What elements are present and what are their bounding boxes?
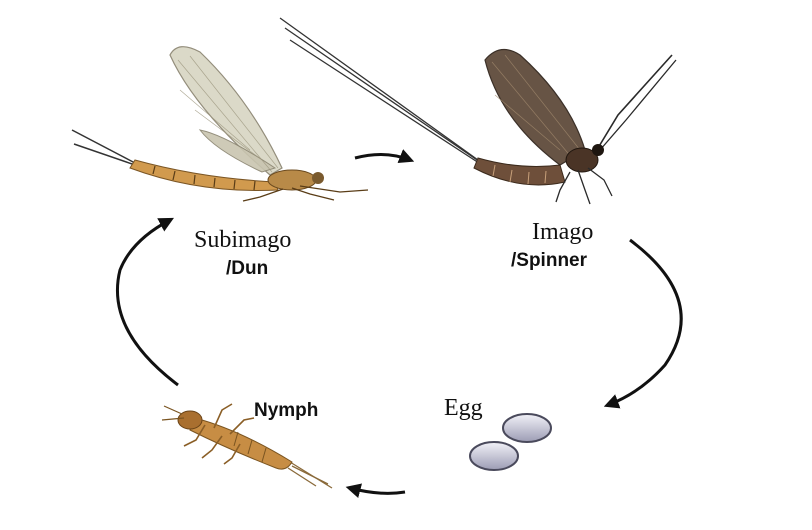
mayfly-dun-icon xyxy=(71,46,369,202)
arrow-spinner-to-egg xyxy=(603,238,683,409)
mayfly-spinner-icon xyxy=(279,17,677,205)
imago-label: Imago xyxy=(532,219,594,245)
subimago-label: Subimago xyxy=(194,227,292,253)
dun-label: /Dun xyxy=(226,258,269,279)
arrow-egg-to-nymph xyxy=(345,483,406,498)
egg-icon xyxy=(469,413,552,471)
nymph-icon xyxy=(161,403,333,489)
spinner-label: /Spinner xyxy=(511,250,588,271)
arrow-nymph-to-dun xyxy=(115,217,179,387)
arrow-dun-to-spinner xyxy=(354,149,415,164)
nymph-label: Nymph xyxy=(254,400,319,421)
egg-label: Egg xyxy=(444,395,483,421)
